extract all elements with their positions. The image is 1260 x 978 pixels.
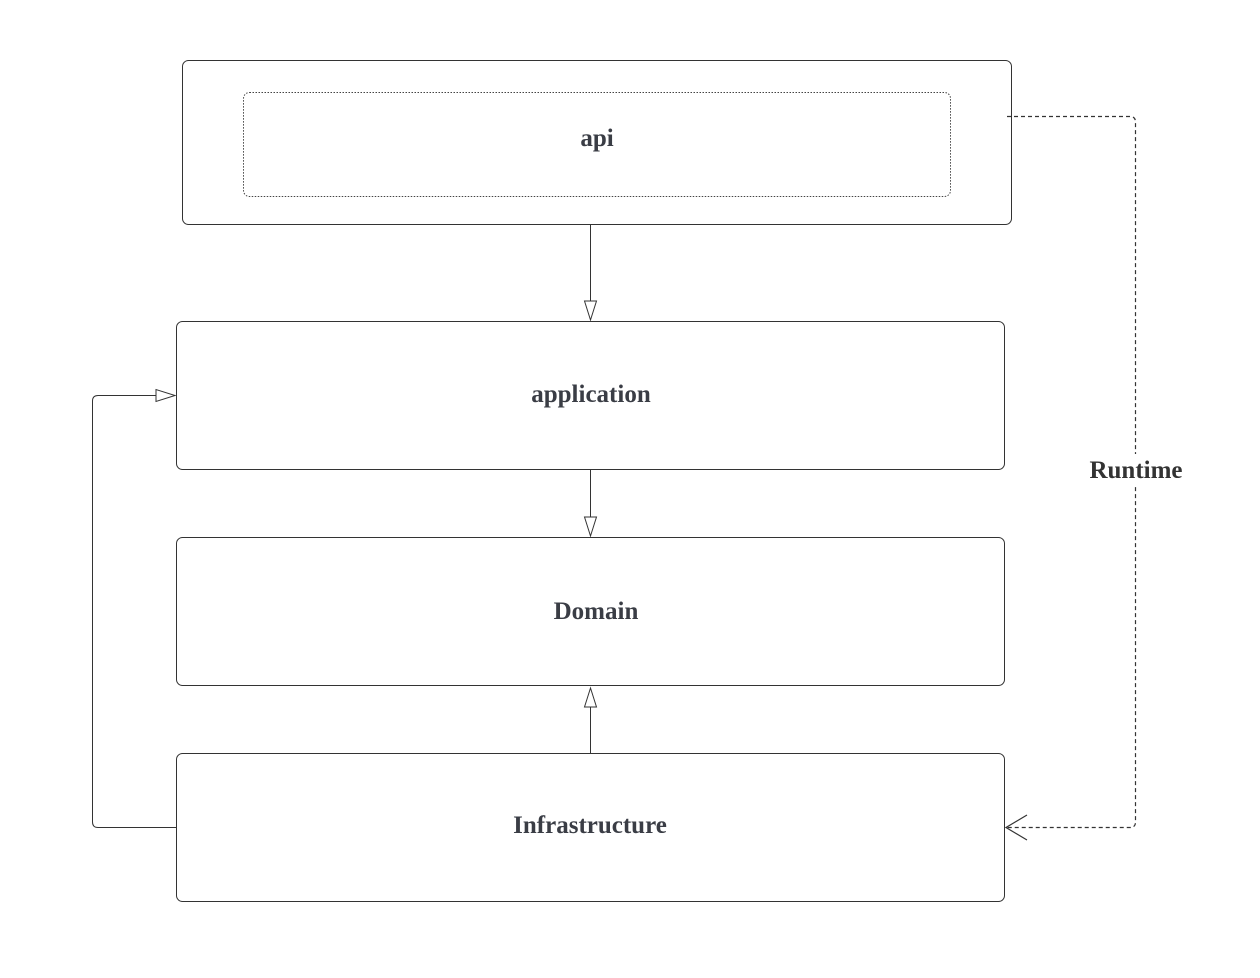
application-label: application xyxy=(531,381,651,408)
infrastructure-box xyxy=(176,753,1005,902)
hollow-arrowhead-icon xyxy=(583,516,598,538)
open-chevron-arrowhead-icon xyxy=(1004,814,1028,841)
edge-infrastructure-to-application-line xyxy=(92,395,176,828)
runtime-label-background xyxy=(1082,454,1190,486)
edge-api-to-application[interactable] xyxy=(583,225,598,322)
api-node[interactable]: api xyxy=(182,60,1012,225)
infrastructure-label: Infrastructure xyxy=(513,812,667,839)
api-inner-dotted-box xyxy=(243,92,951,197)
application-node[interactable]: application xyxy=(176,321,1005,470)
infrastructure-node[interactable]: Infrastructure xyxy=(176,753,1005,902)
edge-application-to-domain[interactable] xyxy=(583,470,598,538)
edge-infrastructure-to-domain[interactable] xyxy=(583,686,598,753)
hollow-arrowhead-icon xyxy=(583,686,598,708)
api-label: api xyxy=(580,125,613,152)
domain-node[interactable]: Domain xyxy=(176,537,1005,686)
edge-api-to-infrastructure-runtime[interactable]: Runtime xyxy=(1004,115,1190,841)
hollow-arrowhead-icon xyxy=(155,388,177,403)
domain-label: Domain xyxy=(554,598,639,625)
edge-infrastructure-to-application[interactable] xyxy=(92,388,177,828)
hollow-arrowhead-icon xyxy=(583,300,598,322)
runtime-label: Runtime xyxy=(1089,457,1182,484)
api-outer-box xyxy=(182,60,1012,225)
